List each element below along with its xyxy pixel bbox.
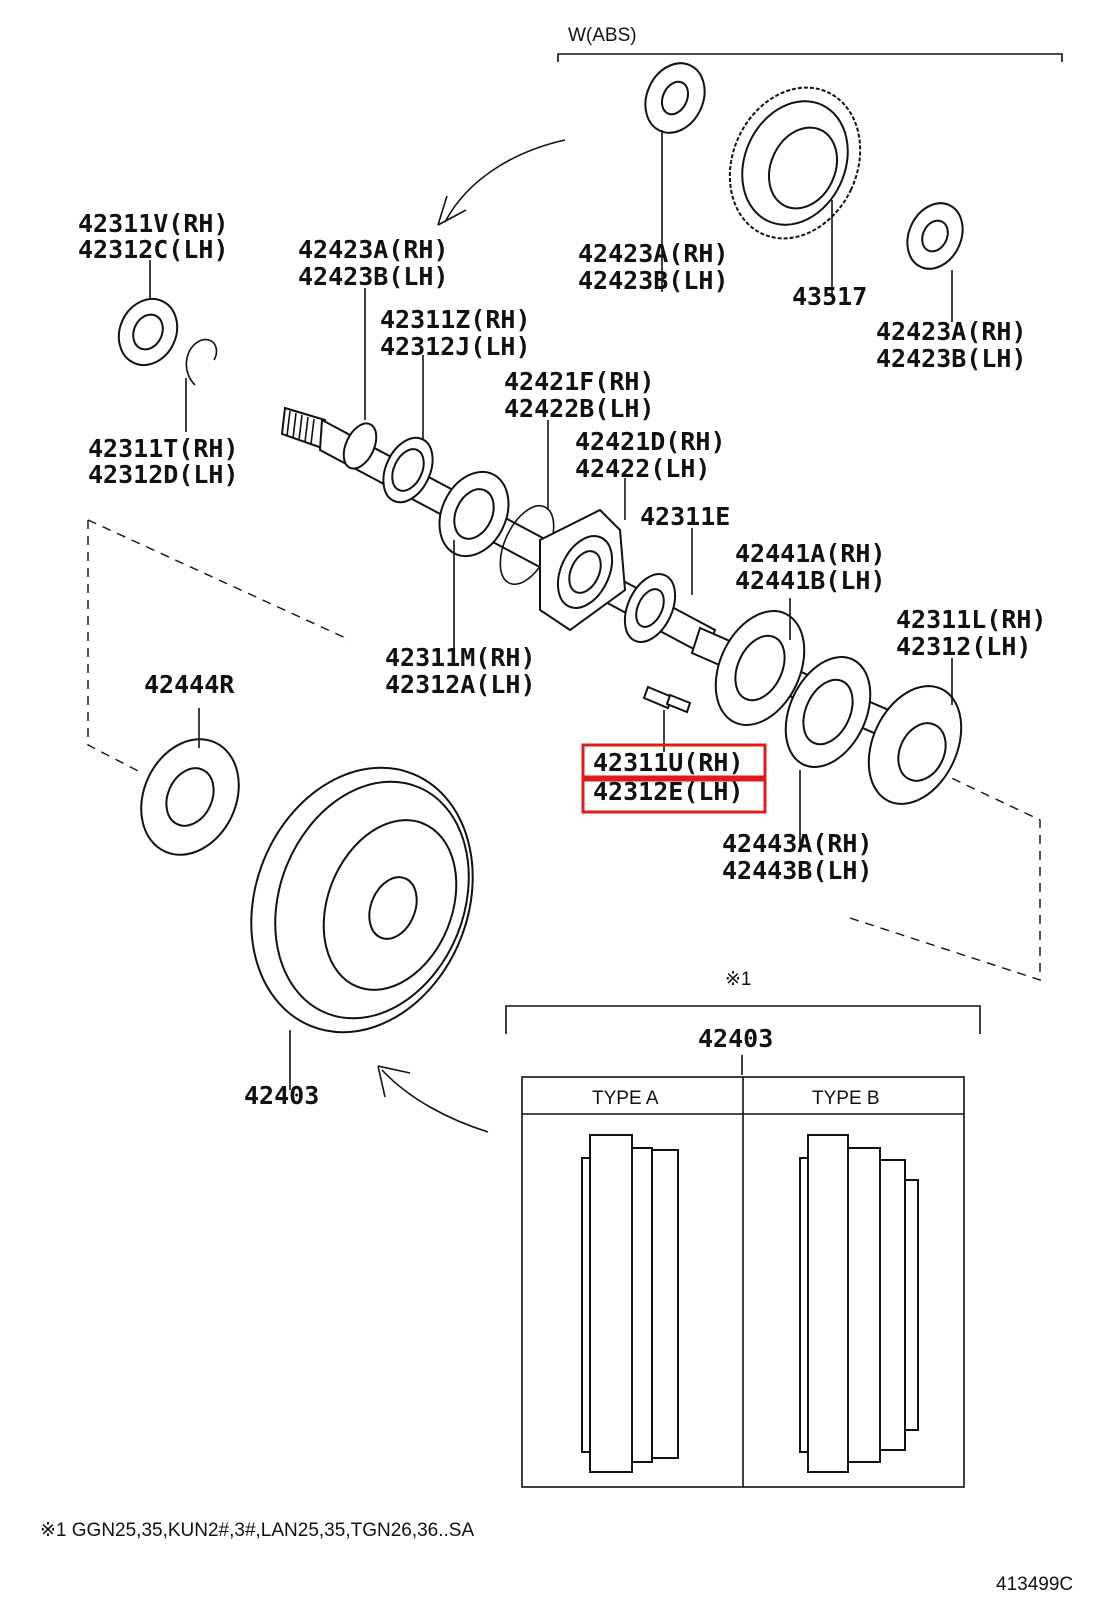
label-42443A: 42443A(RH) [722, 829, 873, 858]
assembly-dashed-outline [87, 519, 1041, 981]
abs-rotor [728, 86, 862, 240]
label-42312J: 42312J(LH) [380, 332, 531, 361]
hub-gasket [784, 656, 872, 768]
seal-left [117, 297, 179, 367]
label-42311U: 42311U(RH) [593, 748, 744, 777]
label-42403-variants: 42403 [698, 1024, 773, 1053]
snap-ring [185, 338, 218, 386]
label-42441A: 42441A(RH) [735, 539, 886, 568]
label-43517: 43517 [792, 282, 867, 311]
label-42311E: 42311E [640, 502, 730, 531]
top-arrow [437, 139, 566, 226]
label-42423A-2: 42423A(RH) [578, 239, 729, 268]
bottom-arrow [377, 1065, 489, 1133]
spacer [623, 573, 677, 643]
label-42311L: 42311L(RH) [896, 605, 1047, 634]
bearing-retainer [539, 508, 627, 632]
label-42421D: 42421D(RH) [575, 427, 726, 456]
label-42423B-3: 42423B(LH) [876, 344, 1027, 373]
type-a-drum [581, 1134, 679, 1473]
type-b-drum [799, 1134, 919, 1473]
label-42311Z: 42311Z(RH) [380, 305, 531, 334]
label-42312C: 42312C(LH) [78, 235, 229, 264]
label-42312D: 42312D(LH) [88, 460, 239, 489]
label-42312A: 42312A(LH) [385, 670, 536, 699]
highlight-42311U [581, 743, 767, 779]
label-42311M: 42311M(RH) [385, 643, 536, 672]
note-mark: ※1 [725, 969, 752, 990]
label-42423B-1: 42423B(LH) [298, 262, 449, 291]
spacer-plate [140, 738, 240, 856]
label-42312E: 42312E(LH) [593, 777, 744, 806]
label-42443B: 42443B(LH) [722, 856, 873, 885]
retainer-ring [382, 436, 434, 504]
drum-variants-group: ※1 42403 TYPE A TYPE B [505, 969, 981, 1488]
seal-top-left [644, 62, 706, 134]
label-42441B: 42441B(LH) [735, 566, 886, 595]
label-42312: 42312(LH) [896, 632, 1031, 661]
hub-bolt [642, 685, 692, 714]
label-42422: 42422(LH) [575, 454, 710, 483]
collar-1 [342, 422, 378, 470]
label-42403: 42403 [244, 1081, 319, 1110]
label-42421F: 42421F(RH) [504, 367, 655, 396]
brake-drum [250, 766, 474, 1034]
label-42311V: 42311V(RH) [78, 209, 229, 238]
part-labels: 42311V(RH) 42312C(LH) 42423A(RH) 42423B(… [78, 209, 1047, 1110]
label-42311T: 42311T(RH) [88, 434, 239, 463]
highlight-42312E [581, 778, 767, 814]
backing-plate-gasket [714, 610, 806, 726]
leader-lines [149, 130, 953, 1090]
figure-id: 413499C [996, 1574, 1073, 1595]
type-a-label: TYPE A [592, 1088, 659, 1109]
label-42423A-3: 42423A(RH) [876, 317, 1027, 346]
abs-bracket: W(ABS) [557, 25, 1063, 62]
label-42422B: 42422B(LH) [504, 394, 655, 423]
label-42423B-2: 42423B(LH) [578, 266, 729, 295]
label-42423A-1: 42423A(RH) [298, 235, 449, 264]
footnote: ※1 GGN25,35,KUN2#,3#,LAN25,35,TGN26,36..… [40, 1520, 474, 1541]
type-b-label: TYPE B [812, 1088, 880, 1109]
abs-label: W(ABS) [568, 25, 637, 46]
label-42444R: 42444R [144, 670, 235, 699]
axle-flange [867, 685, 963, 805]
seal-top-right [906, 202, 964, 270]
bearing [438, 470, 510, 558]
